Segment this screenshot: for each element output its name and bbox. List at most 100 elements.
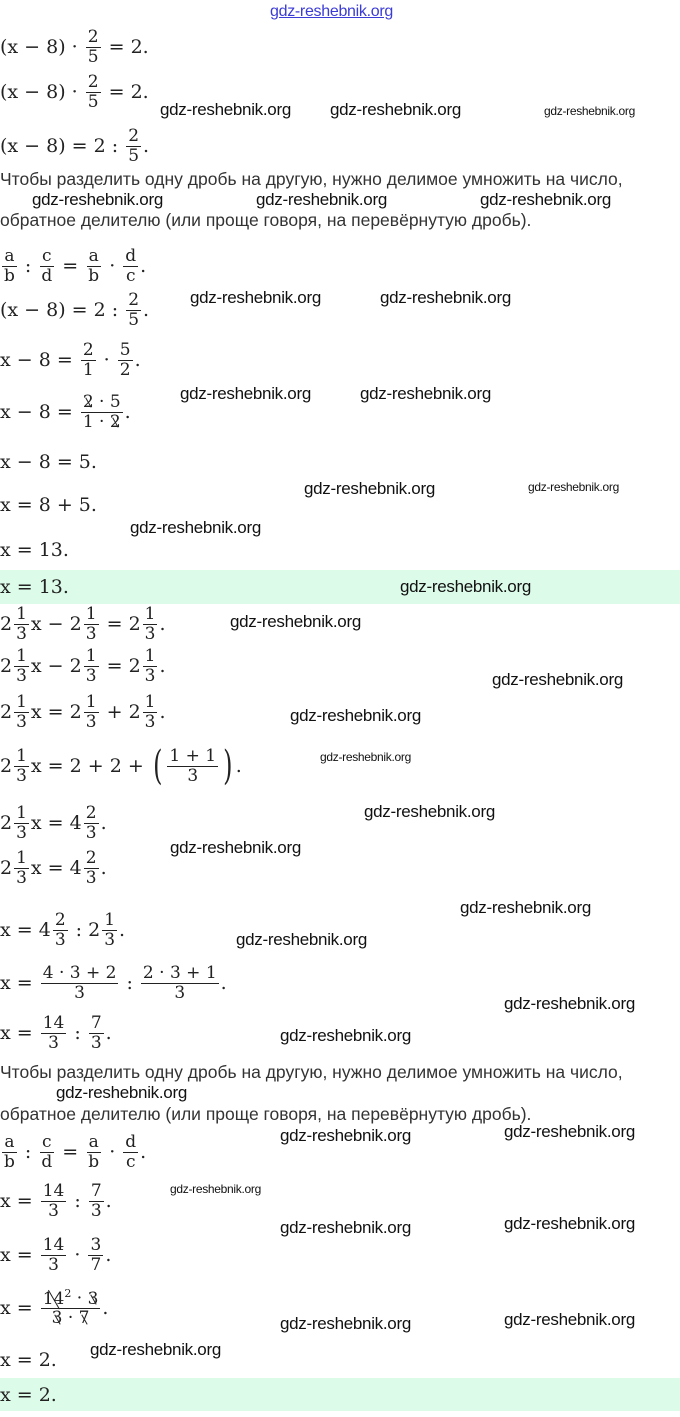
denominator: b xyxy=(86,1152,101,1172)
watermark: gdz-reshebnik.org xyxy=(32,190,163,209)
denominator: d xyxy=(39,1152,54,1172)
math-text: 2 xyxy=(128,613,141,635)
numerator: 2 · 5 xyxy=(80,392,123,413)
math-text: (x − 8) · xyxy=(0,36,84,58)
denominator: 3 xyxy=(143,624,158,644)
math-text: x = xyxy=(30,812,70,834)
math-text: : xyxy=(18,1141,38,1163)
numerator: 2 xyxy=(83,848,99,869)
denominator: 3 xyxy=(46,1033,61,1053)
numerator: 1 xyxy=(83,646,99,667)
denominator: 3 xyxy=(89,1032,104,1053)
watermark: gdz-reshebnik.org xyxy=(290,706,421,725)
watermark: gdz-reshebnik.org xyxy=(504,994,635,1013)
math-text: 2 xyxy=(119,359,131,380)
watermark: gdz-reshebnik.org xyxy=(280,1026,411,1045)
math-text: 2 xyxy=(128,701,141,723)
math-text: b xyxy=(4,265,15,286)
math-text: 1 + 1 xyxy=(169,745,217,766)
watermark-link[interactable]: gdz-reshebnik.org xyxy=(270,3,393,20)
math-text: 14 xyxy=(42,1234,65,1255)
denominator: 5 xyxy=(86,92,101,112)
numerator: d xyxy=(123,1132,139,1153)
math-text: 3 xyxy=(85,623,97,644)
math-text: 1 xyxy=(16,645,27,666)
numerator: 14 xyxy=(40,1181,67,1202)
math-text: x − xyxy=(30,613,70,635)
math-text: 3 xyxy=(85,711,97,732)
math-text: x = xyxy=(0,919,39,941)
math-line: x = 2. xyxy=(0,1338,57,1382)
math-text: 3 xyxy=(174,982,186,1003)
math-text: 1 xyxy=(85,691,97,712)
denominator: 3 xyxy=(185,766,200,786)
math-text: . xyxy=(159,655,166,677)
numerator: 2 xyxy=(85,27,101,48)
numerator: 1 xyxy=(14,848,29,869)
math-text: . xyxy=(220,972,227,994)
math-text: 2 xyxy=(88,919,101,941)
math-text: 2 · 3 + 1 xyxy=(142,962,217,983)
math-text: . xyxy=(159,613,166,635)
math-text: 1 xyxy=(144,645,156,666)
explanation-line-2b: обратное делителю (или проще говоря, на … xyxy=(0,1104,532,1124)
math-text: 2 xyxy=(128,125,140,146)
math-text: 3 xyxy=(90,1200,102,1221)
numerator: a xyxy=(86,246,101,267)
math-text: 3 xyxy=(74,982,85,1003)
math-text: a xyxy=(4,245,15,266)
denominator: c xyxy=(124,1152,138,1172)
numerator: c xyxy=(40,246,54,267)
math-text: 2 xyxy=(128,289,140,310)
math-text: (x − 8) = 2 : xyxy=(0,135,125,157)
numerator: 14 xyxy=(40,1234,67,1256)
watermark: gdz-reshebnik.org xyxy=(180,384,311,403)
math-text: 5 xyxy=(87,46,99,67)
answer-band-2 xyxy=(0,1378,680,1411)
math-text: c xyxy=(42,1131,52,1152)
cancelled-digit: 3 xyxy=(51,1308,63,1329)
cancelled-digit: 3 xyxy=(87,1288,99,1309)
numerator: a xyxy=(86,1132,101,1153)
denominator: 3 · 7 xyxy=(50,1309,92,1328)
math-text: + xyxy=(100,701,129,723)
math-line: x = 13. xyxy=(0,528,69,572)
math-text: : xyxy=(18,255,38,277)
math-text: · xyxy=(68,1244,87,1266)
math-text: x = 13. xyxy=(0,539,69,561)
numerator: 1 xyxy=(83,604,99,625)
math-text: 2 xyxy=(87,71,99,92)
watermark: gdz-reshebnik.org xyxy=(504,1310,635,1329)
math-text: = xyxy=(56,1141,85,1163)
numerator: 4 · 3 + 2 xyxy=(40,963,119,984)
math-text: c xyxy=(125,265,136,286)
numerator: 5 xyxy=(117,339,133,361)
math-text: (x − 8) = 2 : xyxy=(0,299,125,321)
math-text: 3 xyxy=(90,1032,102,1053)
math-text: 3 xyxy=(90,1234,102,1255)
math-text: . xyxy=(124,401,131,423)
numerator: 142 · 3 xyxy=(40,1287,101,1310)
math-text: 5 xyxy=(119,339,131,360)
